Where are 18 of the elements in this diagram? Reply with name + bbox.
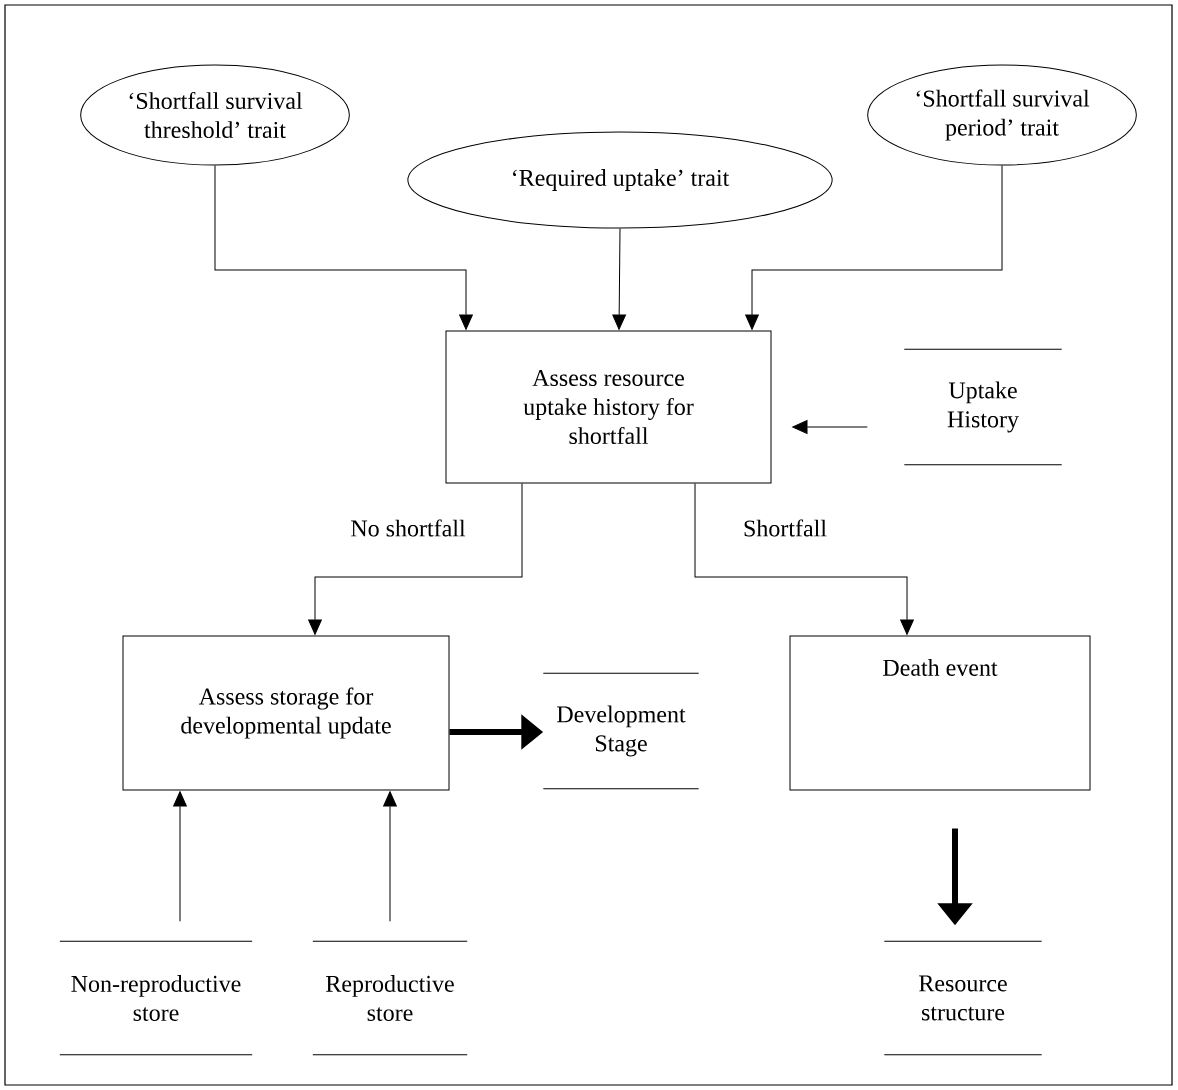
arrow xyxy=(173,791,187,922)
data-store: Non-reproductive store xyxy=(59,940,253,1056)
data-store: Reproductive store xyxy=(312,940,468,1056)
arrow xyxy=(308,483,523,635)
arrow xyxy=(694,483,914,635)
edge-label: Shortfall xyxy=(741,517,829,539)
process-box: Assess storage for developmental update xyxy=(122,635,450,791)
arrow xyxy=(792,420,868,434)
arrow xyxy=(745,165,1003,330)
process-box: Death event xyxy=(789,635,1091,791)
edge-label: No shortfall xyxy=(348,517,468,539)
arrow xyxy=(383,791,397,922)
data-store: Resource structure xyxy=(883,940,1043,1056)
process-box: Assess resource uptake history for shortfall xyxy=(445,330,772,484)
arrow xyxy=(612,228,626,330)
data-store: Development Stage xyxy=(542,672,700,790)
data-store: Uptake History xyxy=(903,348,1063,466)
arrow xyxy=(214,165,473,330)
